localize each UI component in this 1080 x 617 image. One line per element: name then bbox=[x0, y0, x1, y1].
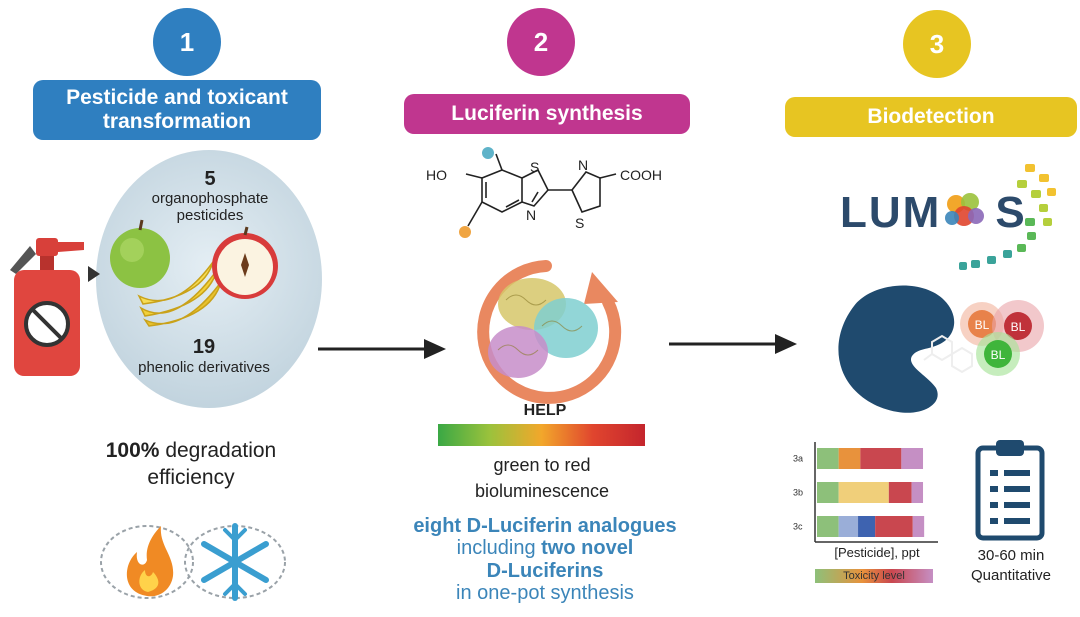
step-2-badge: 2 bbox=[507, 8, 575, 76]
step-1-badge: 1 bbox=[153, 8, 221, 76]
step-1-title: Pesticide and toxicant transformation bbox=[33, 80, 321, 140]
fire-snowflake-icon bbox=[100, 523, 286, 601]
analogues-line-3: D-Luciferins bbox=[486, 559, 604, 582]
analogues-line-1: eight D-Luciferin analogues bbox=[413, 515, 677, 537]
bar-3b-segment-0 bbox=[817, 482, 839, 503]
luciferin-structure: HO S N N S COOH bbox=[426, 147, 662, 238]
green-apple-icon bbox=[110, 219, 170, 288]
detection-time: 30-60 min Quantitative bbox=[952, 546, 1070, 585]
pesticide-count: 5 bbox=[204, 168, 216, 190]
enzyme-label: HELP bbox=[523, 402, 567, 419]
step-3-title: Biodetection bbox=[785, 97, 1077, 137]
logo-o-icon bbox=[945, 193, 984, 226]
analogues-line-4: in one-pot synthesis bbox=[456, 582, 634, 605]
mol-cooh: COOH bbox=[620, 167, 662, 183]
bar-3b-segment-2 bbox=[888, 482, 912, 503]
apple-half-icon bbox=[212, 226, 278, 299]
mol-n1: N bbox=[526, 207, 536, 223]
bar-3c-segment-3 bbox=[875, 516, 913, 537]
bar-3a-segment-3 bbox=[901, 448, 924, 469]
chart-x-label: [Pesticide], ppt bbox=[834, 545, 920, 560]
bar-3b-segment-3 bbox=[911, 482, 924, 503]
step-2-title: Luciferin synthesis bbox=[404, 94, 690, 134]
arrow-2-to-3 bbox=[669, 334, 797, 354]
analogues-line-2-pre: including bbox=[456, 537, 536, 560]
category-label-3c: 3c bbox=[793, 522, 803, 532]
analogues-line-2-bold: two novel bbox=[541, 537, 634, 560]
lumos-rays-icon bbox=[959, 164, 1056, 270]
toxicity-legend-bar: Toxicity level bbox=[815, 569, 933, 583]
spectrum-line-1: green to red bbox=[493, 455, 591, 475]
bar-3b-segment-1 bbox=[838, 482, 889, 503]
degradation-percent: 100% bbox=[105, 439, 160, 462]
spectrum-caption: green to red bioluminescence bbox=[430, 452, 654, 504]
protein-binding-icon: BL BL BL bbox=[838, 285, 1044, 413]
bar-3c-segment-4 bbox=[912, 516, 925, 537]
mol-s2: S bbox=[575, 215, 584, 231]
step-3-badge: 3 bbox=[903, 10, 971, 78]
toxicity-bar-chart: 3a 3b 3c bbox=[793, 442, 938, 543]
category-label-3b: 3b bbox=[793, 488, 803, 498]
mol-s1: S bbox=[530, 159, 539, 175]
spectrum-line-2: bioluminescence bbox=[474, 481, 610, 502]
degradation-word: degradation bbox=[165, 439, 277, 462]
degradation-text: 100% degradation efficiency bbox=[80, 437, 302, 492]
logo-text-left: LUM bbox=[840, 188, 942, 237]
bar-3a-segment-2 bbox=[860, 448, 902, 469]
analogues-text: eight D-Luciferin analogues including tw… bbox=[380, 515, 710, 605]
bar-3c-segment-2 bbox=[858, 516, 876, 537]
time-line-2: Quantitative bbox=[970, 566, 1052, 584]
phenolic-label: phenolic derivatives bbox=[138, 359, 270, 376]
lumos-logo: LUM S bbox=[840, 188, 1027, 238]
color-spectrum-bar bbox=[438, 424, 645, 446]
spray-bottle-icon bbox=[10, 238, 100, 376]
bl-label-orange: BL bbox=[975, 318, 990, 332]
bar-3a-segment-0 bbox=[817, 448, 839, 469]
mol-ho: HO bbox=[426, 167, 447, 183]
phenolic-count: 19 bbox=[192, 336, 216, 358]
bar-3a-segment-1 bbox=[838, 448, 861, 469]
bar-3c-segment-1 bbox=[838, 516, 859, 537]
efficiency-word: efficiency bbox=[147, 466, 235, 490]
pesticide-label: organophosphate pesticides bbox=[151, 190, 269, 224]
enzyme-ring-icon bbox=[477, 260, 622, 404]
time-line-1: 30-60 min bbox=[977, 547, 1045, 564]
bl-label-red: BL bbox=[1011, 320, 1026, 334]
clipboard-icon bbox=[975, 440, 1045, 541]
arrow-1-to-2 bbox=[318, 339, 446, 359]
category-label-3a: 3a bbox=[793, 454, 803, 464]
bar-3c-segment-0 bbox=[817, 516, 839, 537]
mol-n2: N bbox=[578, 157, 588, 173]
logo-text-right: S bbox=[995, 188, 1027, 237]
bl-label-green: BL bbox=[991, 348, 1006, 362]
